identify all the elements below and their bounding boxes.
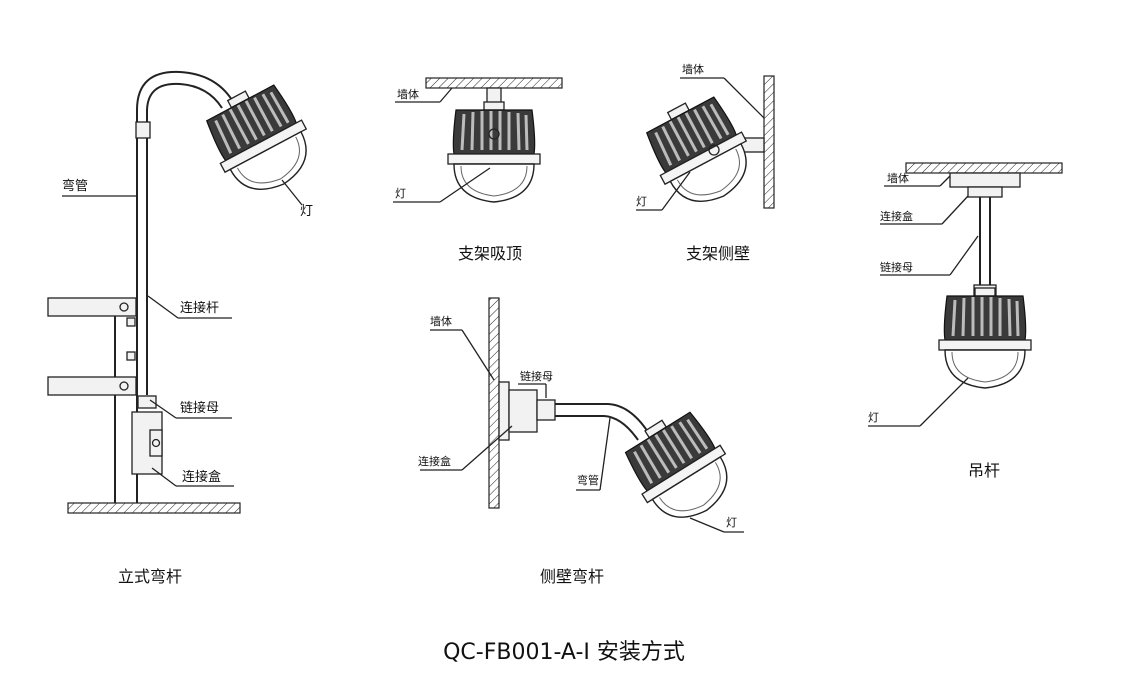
label-lamp: 灯 [726,516,737,529]
label-wall: 墙体 [397,87,419,101]
ceiling-bracket-panel: 墙体 灯 支架吸顶 [393,77,563,263]
caption-wall-bracket: 支架侧壁 [686,244,750,263]
label-junction-box: 连接盒 [880,209,913,223]
lamp-wall-bracket [634,84,766,220]
label-wall: 墙体 [682,62,704,76]
label-lamp: 灯 [636,195,647,208]
pole-stand-panel: 弯管 灯 连接杆 链接母 连接盒 立式弯杆 [47,70,326,586]
caption-wall-bend: 侧壁弯杆 [540,567,604,586]
wall-bend-panel: 墙体 链接母 连接盒 弯管 灯 侧壁弯杆 [418,297,748,586]
label-bend-pipe: 弯管 [577,473,599,487]
label-wall: 墙体 [887,171,909,185]
pendant-panel: 墙体 连接盒 链接母 灯 吊杆 [868,162,1063,480]
label-junction-box: 连接盒 [418,454,451,468]
junction-box [967,186,1003,198]
bracket-arm-upper [47,297,137,317]
lamp-wall-bend [612,399,748,537]
label-junction-box: 连接盒 [182,469,221,485]
ground-hatch [67,502,241,514]
wall-bracket-panel: 墙体 灯 支架侧壁 [634,62,775,263]
label-lamp: 灯 [300,204,313,219]
label-wall: 墙体 [430,314,452,328]
caption-pendant: 吊杆 [968,461,1000,480]
caption-ceiling-bracket: 支架吸顶 [458,244,522,263]
label-lamp: 灯 [395,187,406,200]
ceiling-hatch [425,77,563,89]
lamp-pole [194,72,326,208]
wall-hatch [763,75,775,209]
lamp-pendant [937,286,1033,390]
chain-nut [536,399,556,421]
label-bend-pipe: 弯管 [62,178,88,194]
ceiling-hatch [905,162,1063,174]
label-chain-nut: 链接母 [520,369,553,383]
label-chain-nut: 链接母 [880,260,913,274]
bracket-arm-lower [47,376,137,396]
label-chain-nut: 链接母 [180,400,219,416]
page-title: QC-FB001-A-I 安装方式 [443,640,685,665]
wall-hatch [488,297,500,509]
label-lamp: 灯 [868,411,879,424]
junction-box [508,389,538,433]
chain-nut [137,395,157,409]
caption-pole-stand: 立式弯杆 [118,567,182,586]
label-connect-rod: 连接杆 [180,300,219,316]
